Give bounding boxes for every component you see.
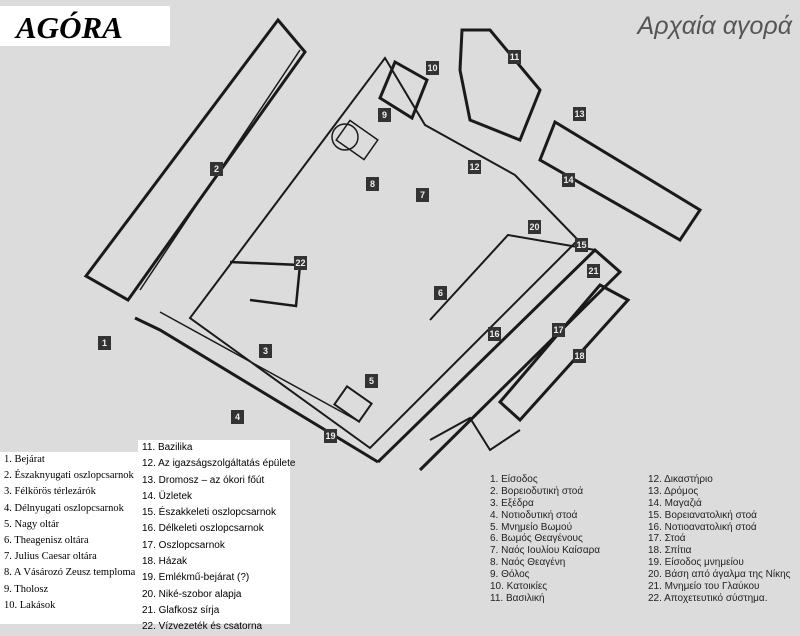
east-stoa [429,233,596,321]
legend-item: 1. Bejárat [4,454,45,465]
legend-item: 17. Oszlopcsarnok [142,539,225,551]
greek-title: Αρχαία αγορά [637,12,792,40]
legend-item: 5. Nagy oltár [4,518,60,530]
temple-8 [335,119,379,161]
marker-15: 15 [575,238,588,252]
legend-item: 13. Dromosz – az ókori főút [142,474,265,486]
legend-item: 20. Βάση από άγαλμα της Νίκης [648,569,791,581]
legend-item: 19. Είσοδος μνημείου [648,557,744,569]
legend-item: 15. Északkeleti oszlopcsarnok [142,507,276,519]
structure-south [429,416,521,452]
legend-item: 13. Δρόμος [648,485,699,497]
northwest-stoa-outline [83,17,307,302]
marker-13: 13 [573,107,586,121]
basilica [458,28,542,142]
legend-item: 17. Στοά [648,533,686,545]
legend-greek-2: 12. Δικαστήριο 13. Δρόμος 14. Μαγαζιά 15… [648,474,790,605]
legend-item: 16. Νοτιοανατολική στοά [648,521,757,533]
marker-9: 9 [378,108,391,122]
marker-1: 1 [98,336,111,350]
legend-item: 8. Ναός Θεαγένη [490,557,566,569]
legend-item: 12. Az igazságszolgáltatás épülete [142,458,296,470]
legend-item: 18. Házak [142,556,188,568]
marker-7: 7 [416,188,429,202]
legend-item: 5. Μνημείο Βωμού [490,521,573,533]
legend-item: 3. Εξέδρα [490,497,534,509]
southwest-stoa-inner [159,311,361,423]
marker-19: 19 [324,429,337,443]
legend-item: 7. Ναός Ιουλίου Καίσαρα [490,545,601,557]
marker-8: 8 [366,177,379,191]
legend-item: 16. Délkeleti oszlopcsarnok [142,523,264,535]
marker-21: 21 [587,264,600,278]
building-10 [378,59,429,121]
legend-item: 11. Bazilika [142,442,193,453]
aqueduct-22 [229,260,302,308]
legend-item: 2. Βορειοδυτική στοά [490,485,584,497]
marker-10: 10 [426,61,439,75]
marker-5: 5 [365,374,378,388]
houses-18 [497,283,631,423]
marker-17: 17 [552,323,565,337]
legend-item: 9. Θόλος [490,569,530,581]
marker-16: 16 [488,327,501,341]
map-title: AGÓRA [16,10,123,45]
legend-item: 6. Βωμός Θεαγένους [490,533,583,545]
legend-item: 6. Theagenisz oltára [4,534,89,546]
legend-item: 21. Glafkosz sírja [142,604,220,616]
southeast-stoa [376,247,623,472]
legend-item: 10. Lakások [4,599,56,611]
marker-2: 2 [210,162,223,176]
altar-5 [333,384,373,424]
legend-greek-1: 1. Είσοδος 2. Βορειοδυτική στοά 3. Εξέδρ… [490,474,600,605]
legend-item: 19. Emlékmű-bejárat (?) [142,572,250,584]
legend-item: 11. Βασιλική [490,592,545,604]
legend-item: 9. Tholosz [4,583,49,595]
legend-item: 8. A Vásározó Zeusz temploma [4,567,136,579]
legend-item: 21. Μνημείο του Γλαύκου [648,581,760,593]
legend-item: 1. Είσοδος [490,474,538,485]
marker-11: 11 [508,50,521,64]
legend-item: 3. Félkörös térlezárók [4,486,96,498]
legend-item: 20. Niké-szobor alapja [142,588,242,600]
marker-12: 12 [468,160,481,174]
legend-item: 14. Μαγαζιά [648,497,702,509]
title-box: AGÓRA [0,6,170,46]
marker-3: 3 [259,344,272,358]
legend-item: 14. Üzletek [142,490,193,502]
southwest-stoa [134,316,379,464]
legend-item: 7. Julius Caesar oltára [4,551,97,563]
legend-item: 4. Νοτιοδυτική στοά [490,509,578,521]
tholos-ring [331,123,359,151]
dromos-shops [538,119,703,242]
marker-4: 4 [231,410,244,424]
legend-item: 10. Κατοικίες [490,581,548,593]
marker-20: 20 [528,220,541,234]
legend-item: 2. Északnyugati oszlopcsarnok [4,470,134,482]
legend-item: 15. Βορειανατολική στοά [648,509,757,521]
legend-item: 4. Délnyugati oszlopcsarnok [4,502,124,514]
legend-item: 18. Σπίτια [648,545,692,557]
marker-18: 18 [573,349,586,363]
legend-item: 12. Δικαστήριο [648,474,713,485]
marker-6: 6 [434,286,447,300]
legend-item: 22. Vízvezeték és csatorna [142,621,263,633]
legend-hungarian-2: 11. Bazilika 12. Az igazságszolgáltatás … [138,440,296,632]
marker-14: 14 [562,173,575,187]
legend-item: 22. Αποχετευτικό σύστημα. [648,592,768,604]
marker-22: 22 [294,256,307,270]
legend-hungarian-1: 1. Bejárat 2. Északnyugati oszlopcsarnok… [0,452,140,624]
